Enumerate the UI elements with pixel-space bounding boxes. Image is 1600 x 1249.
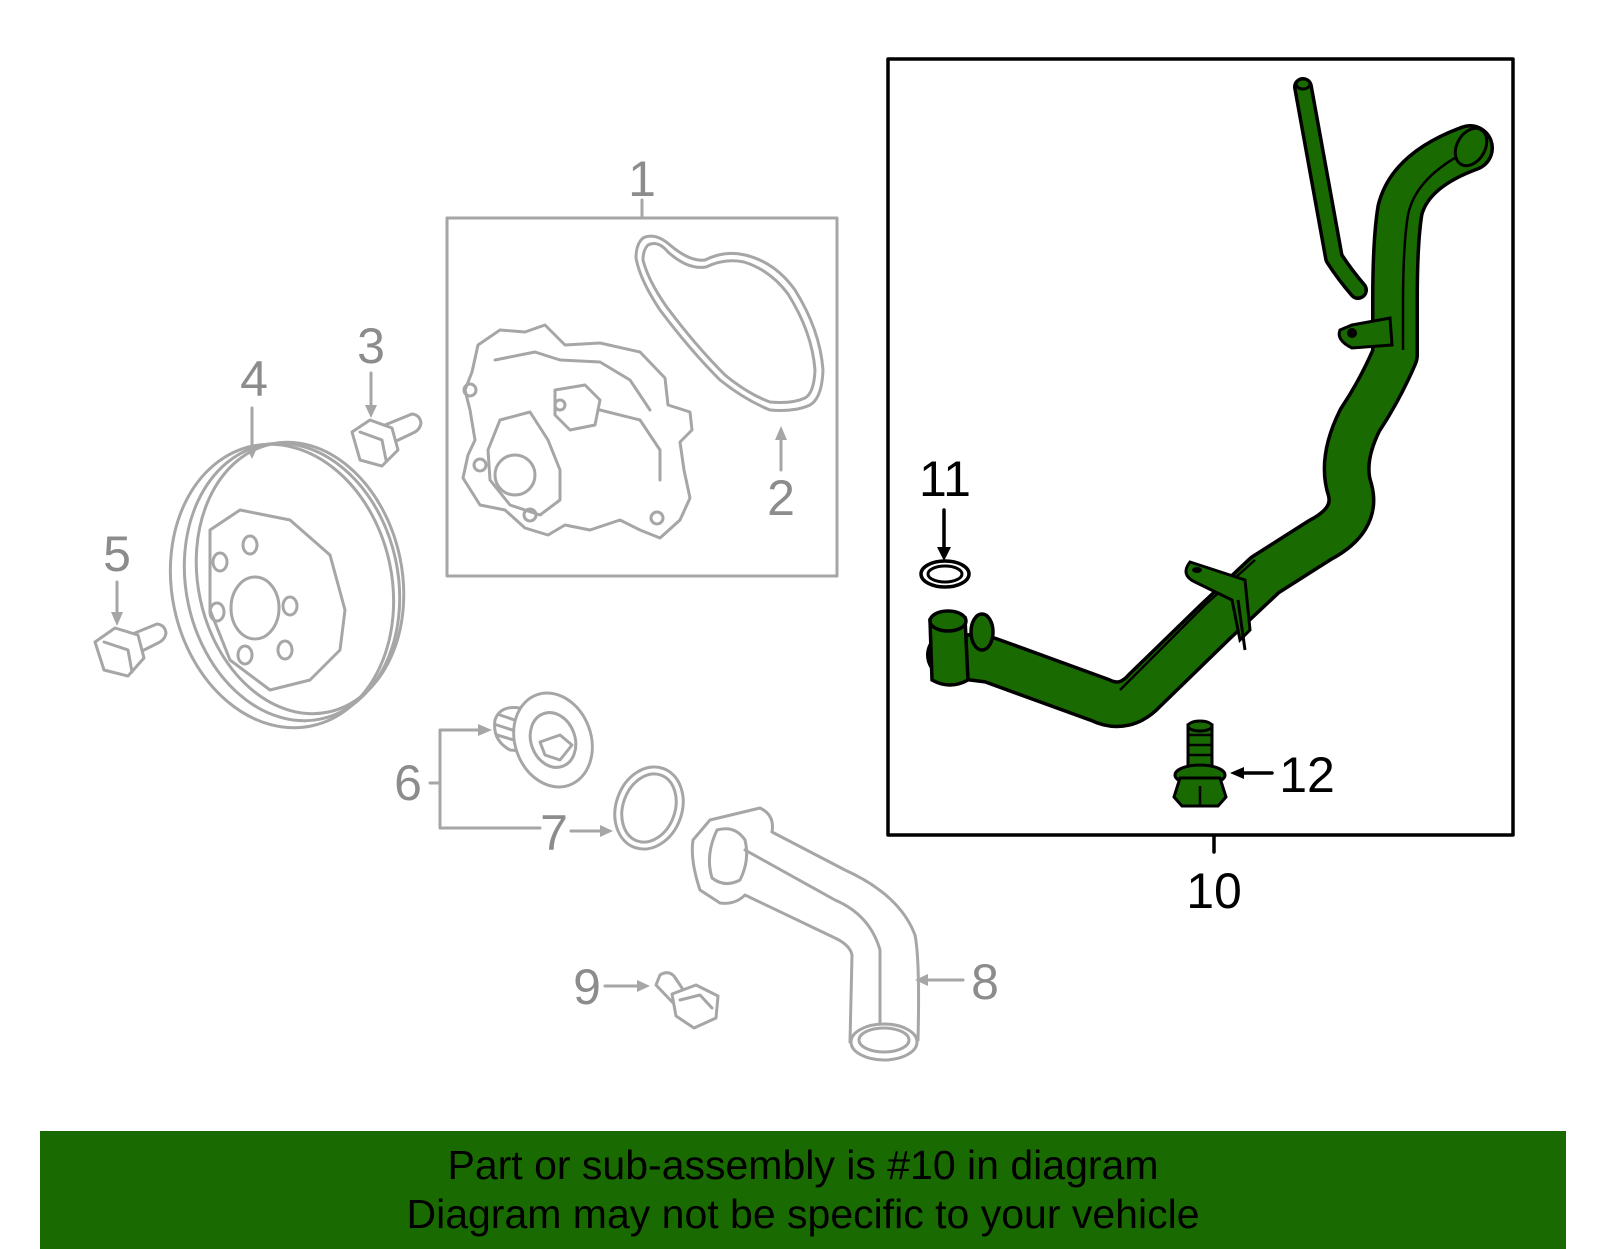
label-2: 2 bbox=[767, 470, 795, 526]
part-10-box bbox=[886, 57, 1515, 837]
water-pump-group: 1 2 bbox=[445, 151, 839, 578]
label-11: 11 bbox=[919, 451, 971, 507]
water-pump-body[interactable] bbox=[461, 323, 694, 540]
bolt-part-9-group: 9 bbox=[573, 959, 720, 1030]
info-banner: Part or sub-assembly is #10 in diagram D… bbox=[40, 1131, 1566, 1249]
parts-diagram: 1 2 3 4 bbox=[93, 57, 1515, 1062]
label-3: 3 bbox=[357, 318, 385, 374]
bolt-part-5-group: 5 bbox=[93, 526, 168, 678]
water-pipe-part-10[interactable] bbox=[926, 77, 1494, 729]
pulley-part-4[interactable] bbox=[145, 423, 429, 749]
label-8: 8 bbox=[971, 954, 999, 1010]
thermostat-part-6-group: 6 bbox=[394, 682, 606, 830]
label-1: 1 bbox=[628, 151, 656, 207]
inlet-pipe-part-8-group: 8 bbox=[690, 806, 999, 1062]
o-ring-part-11[interactable] bbox=[919, 559, 971, 589]
pulley-part-4-group: 4 bbox=[145, 351, 429, 749]
label-9: 9 bbox=[573, 959, 601, 1015]
gasket-part-2[interactable] bbox=[634, 234, 825, 412]
label-10: 10 bbox=[1186, 863, 1242, 919]
label-5: 5 bbox=[103, 526, 131, 582]
banner-line-1: Part or sub-assembly is #10 in diagram bbox=[447, 1142, 1159, 1188]
o-ring-part-7[interactable] bbox=[604, 757, 695, 859]
bolt-part-12[interactable] bbox=[1172, 719, 1228, 808]
label-7: 7 bbox=[540, 805, 568, 861]
banner-line-2: Diagram may not be specific to your vehi… bbox=[406, 1191, 1200, 1237]
label-4: 4 bbox=[240, 351, 268, 407]
inlet-pipe-part-8[interactable] bbox=[690, 806, 921, 1062]
label-12: 12 bbox=[1279, 747, 1335, 803]
label-6: 6 bbox=[394, 755, 422, 811]
thermostat-part-6[interactable] bbox=[493, 682, 606, 798]
part-10-group: 10 11 bbox=[886, 57, 1515, 919]
bolt-part-3-group: 3 bbox=[350, 318, 423, 468]
o-ring-part-7-group: 7 bbox=[540, 757, 695, 861]
